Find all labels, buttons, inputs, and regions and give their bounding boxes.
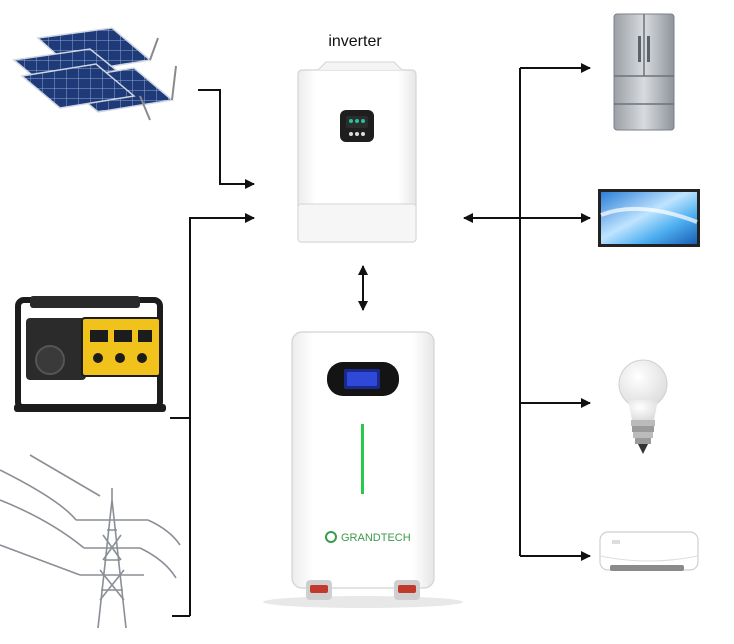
connector-lines (170, 63, 591, 617)
battery-icon: GRANDTECH (263, 331, 463, 608)
inverter-icon (297, 61, 417, 243)
refrigerator-icon (613, 13, 675, 131)
solar-panel-icon (12, 27, 177, 121)
source-bus-to-inverter-arrow (189, 213, 255, 616)
battery-brand-text: GRANDTECH (341, 532, 411, 544)
inverter-label: inverter (328, 33, 382, 50)
power-grid-tower-icon (0, 454, 181, 629)
solar-to-inverter-arrow (198, 89, 255, 189)
generator-icon (14, 296, 166, 412)
air-conditioner-icon (599, 531, 699, 571)
light-bulb-icon (618, 359, 668, 454)
television-icon (598, 189, 700, 247)
